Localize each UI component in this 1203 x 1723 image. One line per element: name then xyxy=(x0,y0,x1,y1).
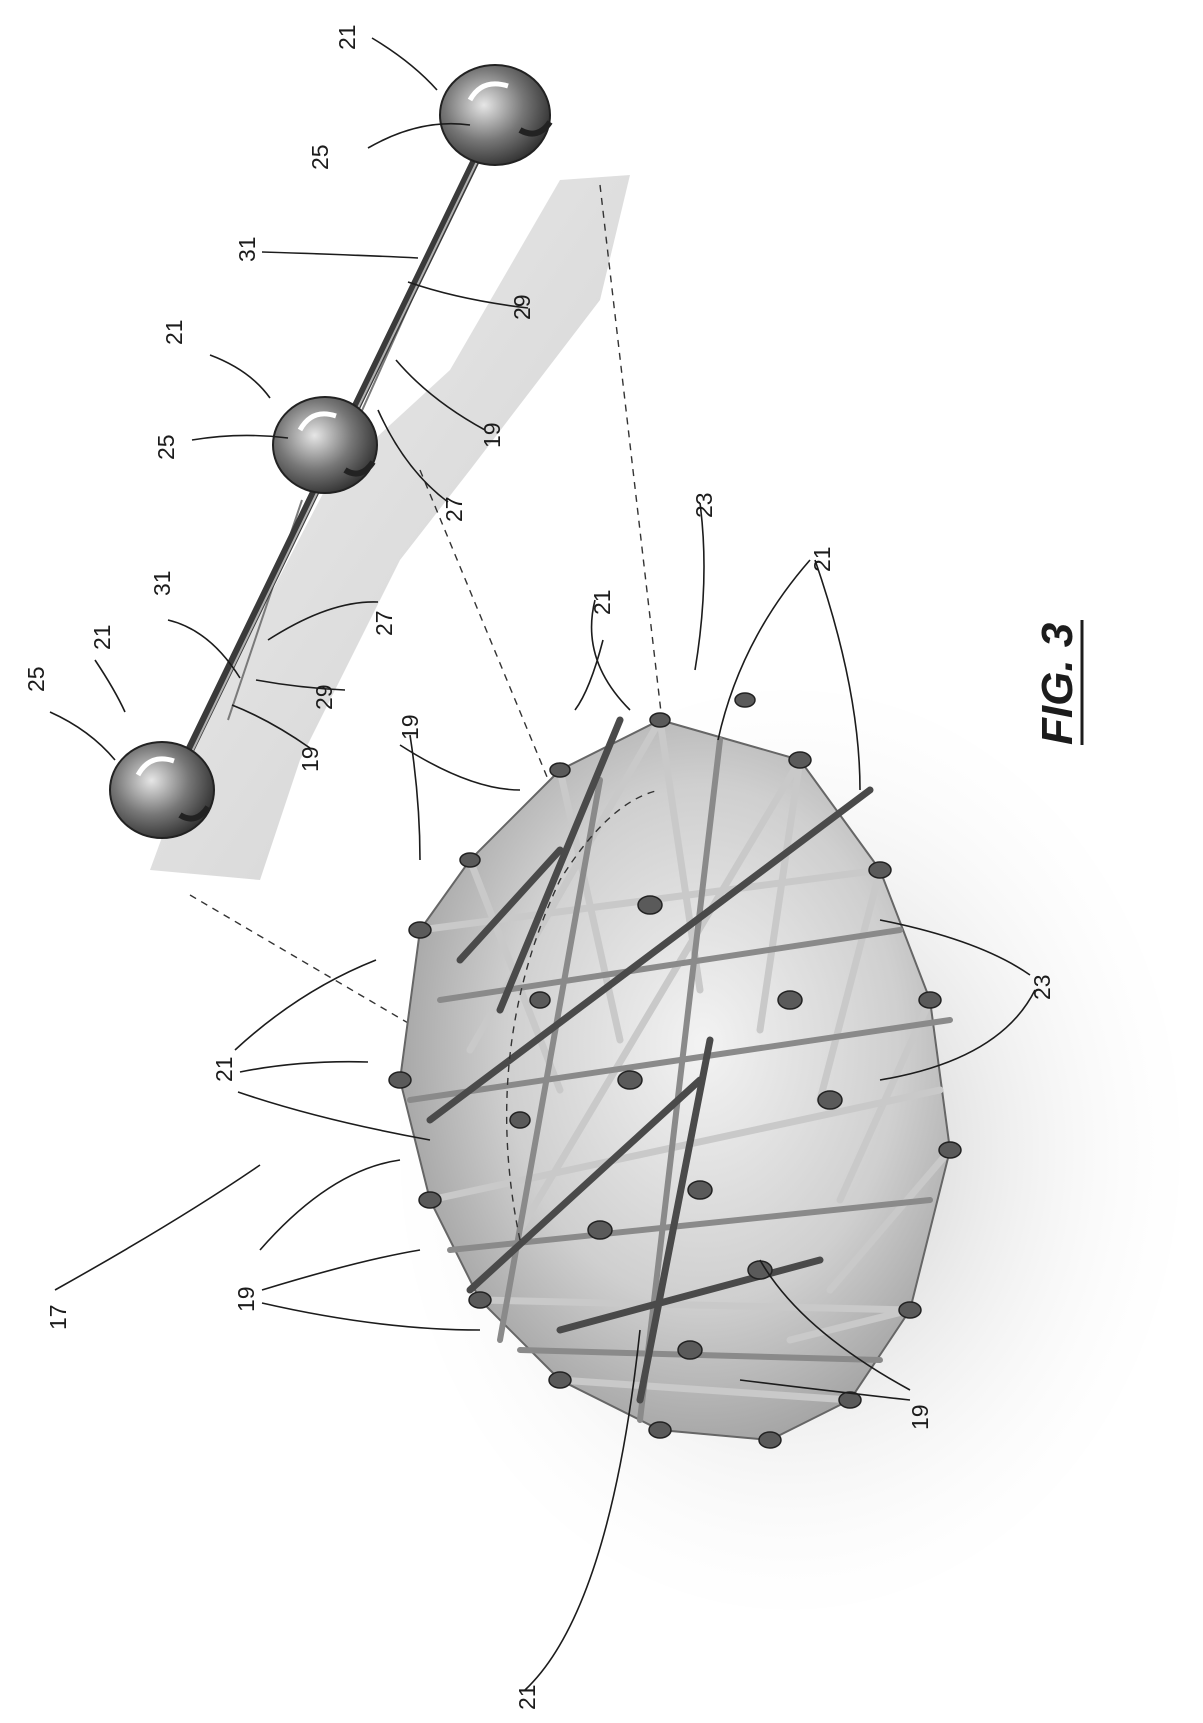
reference-numerals: 21 25 31 29 21 25 19 27 31 27 21 25 29 1… xyxy=(23,24,1055,1710)
dome-inner-arc xyxy=(506,789,661,1241)
projection-line-left xyxy=(189,894,421,1031)
detail-shadow xyxy=(150,175,630,880)
label-ball-25-low: 25 xyxy=(23,666,49,692)
label-ball-25-mid: 25 xyxy=(153,434,179,460)
label-sleeve-31-top: 31 xyxy=(234,236,260,262)
projection-line-right xyxy=(599,184,671,791)
leader-lines xyxy=(49,37,1036,1691)
label-connector-21-mid: 21 xyxy=(161,319,187,345)
strut-assembly-detail xyxy=(109,64,630,880)
label-connector-21-dome-right: 21 xyxy=(809,546,835,572)
connector-ball-middle xyxy=(272,396,378,494)
label-hub-23-top: 23 xyxy=(691,492,717,518)
connector-ball-bottom xyxy=(109,741,215,839)
label-connector-21-dome-bottom: 21 xyxy=(514,1684,540,1710)
label-rod-29-low: 29 xyxy=(311,684,337,710)
label-strut-19-mid: 19 xyxy=(479,422,505,448)
dome-struts-medium xyxy=(407,737,953,1423)
label-strut-19-dome-top: 19 xyxy=(397,714,423,740)
label-strut-19-dome-left: 19 xyxy=(233,1286,259,1312)
label-ball-25-top: 25 xyxy=(307,144,333,170)
label-connector-21-top: 21 xyxy=(334,24,360,50)
label-socket-27-low: 27 xyxy=(371,610,397,636)
label-connector-21-dome-top: 21 xyxy=(589,589,615,615)
label-assembly-17: 17 xyxy=(45,1304,71,1330)
dome-structure xyxy=(388,690,1180,1610)
label-connector-21-dome-left: 21 xyxy=(211,1056,237,1082)
dome-nodes xyxy=(388,692,962,1449)
label-connector-21-low: 21 xyxy=(89,624,115,650)
label-strut-19-dome-bottom: 19 xyxy=(907,1404,933,1430)
figure-caption: FIG. 3 xyxy=(1033,620,1084,745)
connector-ball-top xyxy=(439,64,553,166)
label-socket-27-mid: 27 xyxy=(441,496,467,522)
label-rod-29-top: 29 xyxy=(509,294,535,320)
dome-struts-dark xyxy=(426,716,874,1404)
label-hub-23-right: 23 xyxy=(1029,974,1055,1000)
figure-caption-text: FIG. 3 xyxy=(1033,623,1082,745)
label-strut-19-low: 19 xyxy=(297,746,323,772)
label-sleeve-31-low: 31 xyxy=(149,570,175,596)
